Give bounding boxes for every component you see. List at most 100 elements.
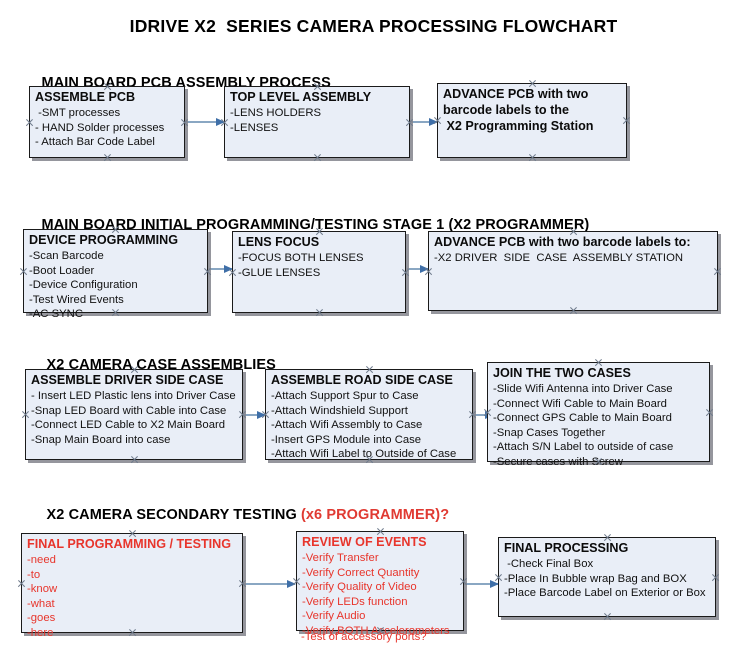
connector-driver-side-case-to-road-side-case — [244, 410, 266, 419]
arrow-right-icon — [216, 117, 225, 126]
node-line: -goes — [27, 612, 56, 625]
node-line: -what — [27, 597, 55, 610]
node-line: -Attach Support Spur to Case — [271, 390, 419, 402]
connection-handle-icon-bottom[interactable] — [569, 306, 578, 315]
node-assemble-road-side-case[interactable]: ASSEMBLE ROAD SIDE CASE -Attach Support … — [265, 369, 473, 460]
arrow-right-icon — [420, 264, 429, 273]
node-line: -Verify BOTH Accelerometers — [302, 624, 450, 637]
node-line: - HAND Solder processes — [35, 121, 165, 134]
arrow-right-icon — [429, 117, 438, 126]
node-line: -Verify Quality of Video — [302, 581, 417, 594]
node-line: -Check Final Box — [504, 558, 594, 570]
node-title: ASSEMBLE PCB — [35, 90, 136, 104]
connection-handle-icon-left[interactable] — [19, 267, 28, 276]
node-line: -Place Barcode Label on Exterior or Box — [504, 587, 706, 600]
node-title: ASSEMBLE DRIVER SIDE CASE — [31, 373, 224, 387]
node-advance-pcb-to-x2-programming-station[interactable]: ADVANCE PCB with two barcode labels to t… — [437, 83, 627, 158]
node-line: -Snap LED Board with Cable into Case — [31, 404, 227, 417]
node-line: -Place In Bubble wrap Bag and BOX — [504, 572, 687, 585]
node-title: JOIN THE TWO CASES — [493, 366, 631, 380]
connection-handle-icon-right[interactable] — [711, 573, 720, 582]
node-lens-focus[interactable]: LENS FOCUS -FOCUS BOTH LENSES -GLUE LENS… — [232, 231, 406, 313]
connection-handle-icon-right[interactable] — [622, 116, 631, 125]
connector-review-of-events-to-final-processing — [464, 579, 499, 588]
node-line: -Test Wired Events — [29, 293, 124, 306]
node-review-of-events[interactable]: REVIEW OF EVENTS -Verify Transfer -Verif… — [296, 531, 464, 637]
connection-handle-icon-bottom[interactable] — [103, 153, 112, 162]
page-title: IDRIVE X2 SERIES CAMERA PROCESSING FLOWC… — [129, 16, 618, 36]
node-line: -LENSES — [230, 121, 279, 134]
node-line: -Attach S/N Label to outside of case — [493, 441, 674, 454]
node-line: -Connect GPS Cable to Main Board — [493, 412, 672, 425]
node-line: -Verify LEDs function — [302, 595, 408, 608]
connection-handle-icon-bottom[interactable] — [528, 153, 537, 162]
node-line: -know — [27, 583, 58, 596]
node-line: -GLUE LENSES — [238, 266, 321, 279]
connector-final-programming-to-review-of-events — [243, 579, 296, 588]
connector-top-level-assembly-to-advance-pcb — [411, 117, 438, 126]
node-line: -Attach Wifi Label to Outside of Case — [271, 448, 457, 461]
connection-handle-icon-left[interactable] — [21, 410, 30, 419]
node-join-the-two-cases[interactable]: JOIN THE TWO CASES -Slide Wifi Antenna i… — [487, 362, 710, 468]
connection-handle-icon-right[interactable] — [713, 267, 722, 276]
node-top-level-assembly[interactable]: TOP LEVEL ASSEMBLY -LENS HOLDERS -LENSES — [224, 86, 410, 158]
node-title: REVIEW OF EVENTS — [302, 535, 427, 549]
connection-handle-icon-bottom[interactable] — [315, 308, 324, 317]
section-heading-note: (x6 PROGRAMMER)? — [300, 507, 450, 523]
node-line: -Attach Windshield Support — [271, 404, 408, 417]
node-line: X2 Programming Station — [443, 119, 594, 133]
node-line: -SMT processes — [35, 107, 121, 119]
section-heading-text: X2 CAMERA SECONDARY TESTING — [46, 507, 301, 523]
node-line: -Verify Transfer — [302, 552, 379, 564]
arrow-right-icon — [224, 264, 233, 273]
node-title: DEVICE PROGRAMMING — [29, 233, 179, 247]
node-title: FINAL PROGRAMMING / TESTING — [27, 537, 232, 551]
node-line: -Connect LED Cable to X2 Main Board — [31, 419, 226, 432]
node-title: ADVANCE PCB with two barcode labels to: — [434, 235, 691, 249]
connection-handle-icon-right[interactable] — [705, 408, 714, 417]
node-line: -Attach Wifi Assembly to Case — [271, 419, 423, 432]
node-title: LENS FOCUS — [238, 235, 320, 249]
node-title: ADVANCE PCB with two — [443, 87, 589, 101]
node-final-processing[interactable]: FINAL PROCESSING -Check Final Box -Place… — [498, 537, 716, 617]
node-line: barcode labels to the — [443, 103, 569, 117]
arrow-right-icon — [287, 579, 296, 588]
node-line: -AC SYNC — [29, 308, 83, 321]
node-assemble-driver-side-case[interactable]: ASSEMBLE DRIVER SIDE CASE - Insert LED P… — [25, 369, 243, 460]
connection-handle-icon-left[interactable] — [17, 579, 26, 588]
node-line: -Insert GPS Module into Case — [271, 433, 422, 446]
node-title: ASSEMBLE ROAD SIDE CASE — [271, 373, 453, 387]
node-line: -Verify Correct Quantity — [302, 566, 420, 579]
node-line: -LENS HOLDERS — [230, 107, 322, 119]
node-assemble-pcb[interactable]: ASSEMBLE PCB -SMT processes - HAND Solde… — [29, 86, 185, 158]
arrow-right-icon — [257, 410, 266, 419]
node-line: -FOCUS BOTH LENSES — [238, 252, 364, 264]
node-line: -here — [27, 626, 54, 639]
node-line: -Boot Loader — [29, 264, 95, 277]
connector-lens-focus-to-advance-pcb — [407, 264, 429, 273]
node-line: -Snap Cases Together — [493, 426, 606, 439]
node-line: -to — [27, 568, 41, 581]
node-line: -Slide Wifi Antenna into Driver Case — [493, 383, 673, 395]
node-line: -Device Configuration — [29, 279, 138, 292]
node-line: -Snap Main Board into case — [31, 433, 171, 446]
connection-handle-icon-bottom[interactable] — [313, 153, 322, 162]
connection-handle-icon-bottom[interactable] — [130, 455, 139, 464]
connector-device-programming-to-lens-focus — [209, 264, 233, 273]
node-line-overflow-test-of-accessory-ports: -Test of accessory ports? — [301, 631, 427, 643]
section-heading-x2-camera-secondary-testing: X2 CAMERA SECONDARY TESTING (x6 PROGRAMM… — [30, 491, 450, 539]
connection-handle-icon-bottom[interactable] — [603, 612, 612, 621]
connection-handle-icon-left[interactable] — [25, 118, 34, 127]
node-line: -Secure cases with Screw — [493, 455, 623, 468]
node-advance-pcb-to-driver-side-case-assembly-station[interactable]: ADVANCE PCB with two barcode labels to: … — [428, 231, 718, 311]
node-final-programming-testing[interactable]: FINAL PROGRAMMING / TESTING -need -to -k… — [21, 533, 243, 639]
node-line: -X2 DRIVER SIDE CASE ASSEMBLY STATION — [434, 252, 684, 264]
node-line: -Connect Wifi Cable to Main Board — [493, 397, 667, 410]
node-line: - Insert LED Plastic lens into Driver Ca… — [31, 390, 236, 402]
arrow-right-icon — [490, 579, 499, 588]
node-line: -need — [27, 554, 56, 566]
connector-assemble-pcb-to-top-level-assembly — [186, 117, 225, 126]
node-title: TOP LEVEL ASSEMBLY — [230, 90, 372, 104]
node-device-programming[interactable]: DEVICE PROGRAMMING -Scan Barcode -Boot L… — [23, 229, 208, 320]
